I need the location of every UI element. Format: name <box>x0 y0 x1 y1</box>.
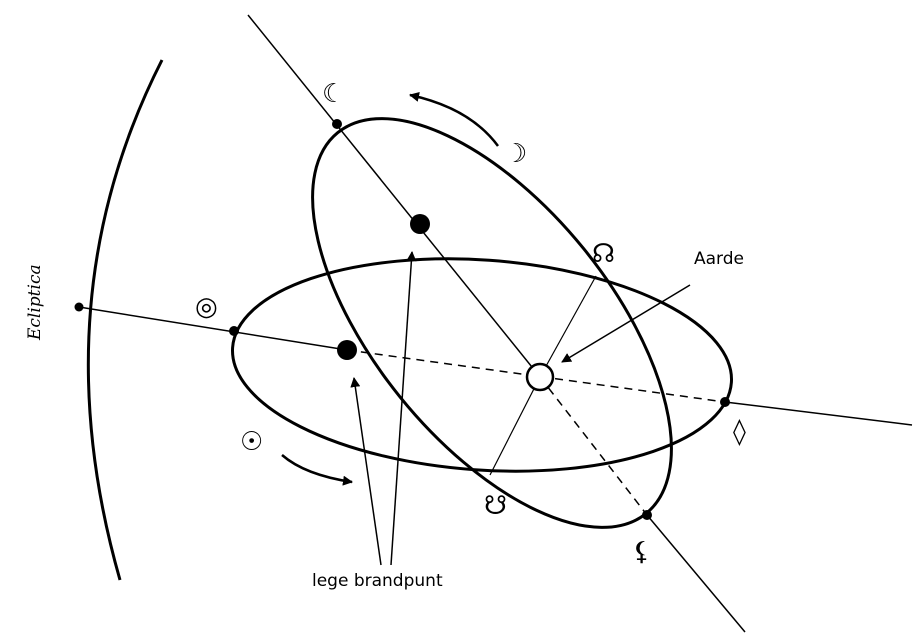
earth-label: Aarde <box>694 249 744 269</box>
ecliptic-right-point <box>720 397 730 407</box>
focus-pointer-solar <box>350 377 382 566</box>
ecliptic-line-left <box>78 306 348 351</box>
focus-pointer-lunar <box>390 251 417 566</box>
ascending-node-icon: ☊ <box>592 239 615 269</box>
lunar-axis-dashed <box>539 376 648 516</box>
lunar-axis-upper <box>247 14 541 378</box>
apogee-sun-icon: ◎ <box>195 292 218 322</box>
diamond-icon: ◊ <box>733 417 746 447</box>
ecliptic-ellipse <box>231 257 733 473</box>
lunar-perigee-point <box>642 510 652 520</box>
earth-circle <box>525 362 555 392</box>
moon-motion-arrow <box>409 92 500 147</box>
node-line-lower <box>489 376 541 476</box>
sun-icon: ☉ <box>240 427 263 457</box>
lunar-apogee-point <box>332 119 342 129</box>
lilith-icon: ⚸ <box>632 537 651 567</box>
descending-node-icon: ☋ <box>484 491 507 521</box>
ecliptic-line-right <box>724 401 913 426</box>
lunar-axis-lower <box>646 514 746 633</box>
ecliptic-line-dashed <box>346 349 726 403</box>
empty-focus-solar <box>337 340 357 360</box>
earth-pointer-arrow <box>561 284 691 363</box>
sun-motion-arrow <box>281 454 353 486</box>
ecliptic-arc <box>86 59 164 581</box>
empty-focus-lunar <box>410 214 430 234</box>
first-quarter-moon-icon: ☽ <box>504 139 527 169</box>
empty-focus-label: lege brandpunt <box>312 571 443 591</box>
ecliptic-label: Ecliptica <box>25 264 45 341</box>
node-line-upper <box>539 275 597 378</box>
ecliptic-left-point <box>229 326 239 336</box>
new-moon-icon: ☾ <box>322 79 345 109</box>
